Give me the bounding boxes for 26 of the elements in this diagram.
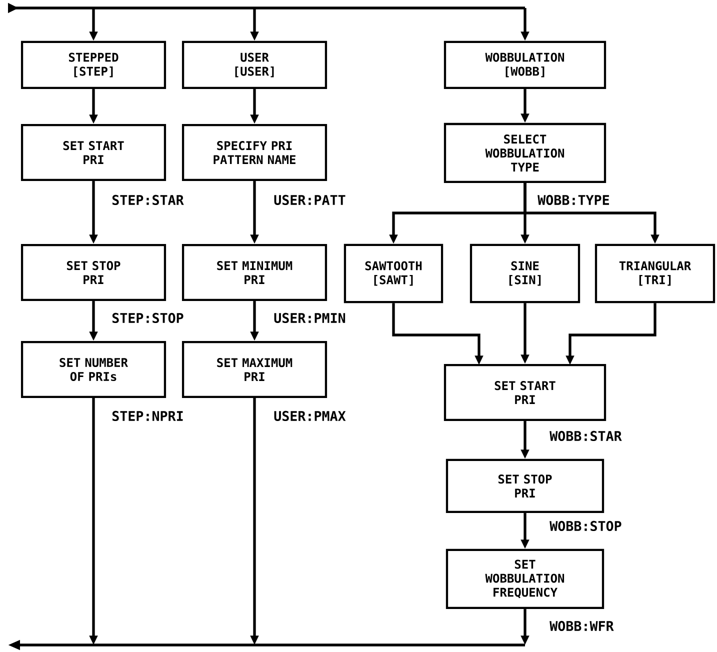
edge-label: WOBB:WFR bbox=[550, 620, 614, 632]
process-box: SET STOP PRI bbox=[446, 458, 604, 514]
process-box: SET WOBBULATION FREQUENCY bbox=[446, 548, 604, 610]
process-box: STEPPED [STEP] bbox=[20, 40, 166, 90]
process-box: SINE [SIN] bbox=[470, 244, 580, 304]
edge-label: STEP:NPRI bbox=[112, 410, 183, 422]
edge-label: STEP:STAR bbox=[112, 194, 184, 206]
process-box: TRIANGULAR [TRI] bbox=[594, 244, 716, 304]
process-box: SET START PRI bbox=[20, 124, 166, 182]
process-box: SELECT WOBBULATION TYPE bbox=[444, 122, 606, 184]
edge-label: WOBB:TYPE bbox=[538, 194, 609, 206]
process-box: SPECIFY PRI PATTERN NAME bbox=[182, 124, 328, 182]
edge-label: WOBB:STAR bbox=[550, 430, 622, 442]
process-box: USER [USER] bbox=[182, 40, 328, 90]
process-box: SET STOP PRI bbox=[20, 244, 166, 302]
process-box: WOBBULATION [WOBB] bbox=[444, 40, 606, 90]
edge-label: WOBB:STOP bbox=[550, 520, 622, 532]
process-box: SET MAXIMUM PRI bbox=[182, 340, 328, 398]
process-box: SET MINIMUM PRI bbox=[182, 244, 328, 302]
edge-label: STEP:STOP bbox=[112, 312, 184, 324]
edge-label: USER:PMAX bbox=[274, 410, 346, 422]
process-box: SAWTOOTH [SAWT] bbox=[344, 244, 444, 304]
process-box: SET NUMBER OF PRIs bbox=[20, 340, 166, 398]
edge-label: USER:PMIN bbox=[274, 312, 346, 324]
edge-label: USER:PATT bbox=[274, 194, 346, 206]
process-box: SET START PRI bbox=[444, 364, 606, 422]
